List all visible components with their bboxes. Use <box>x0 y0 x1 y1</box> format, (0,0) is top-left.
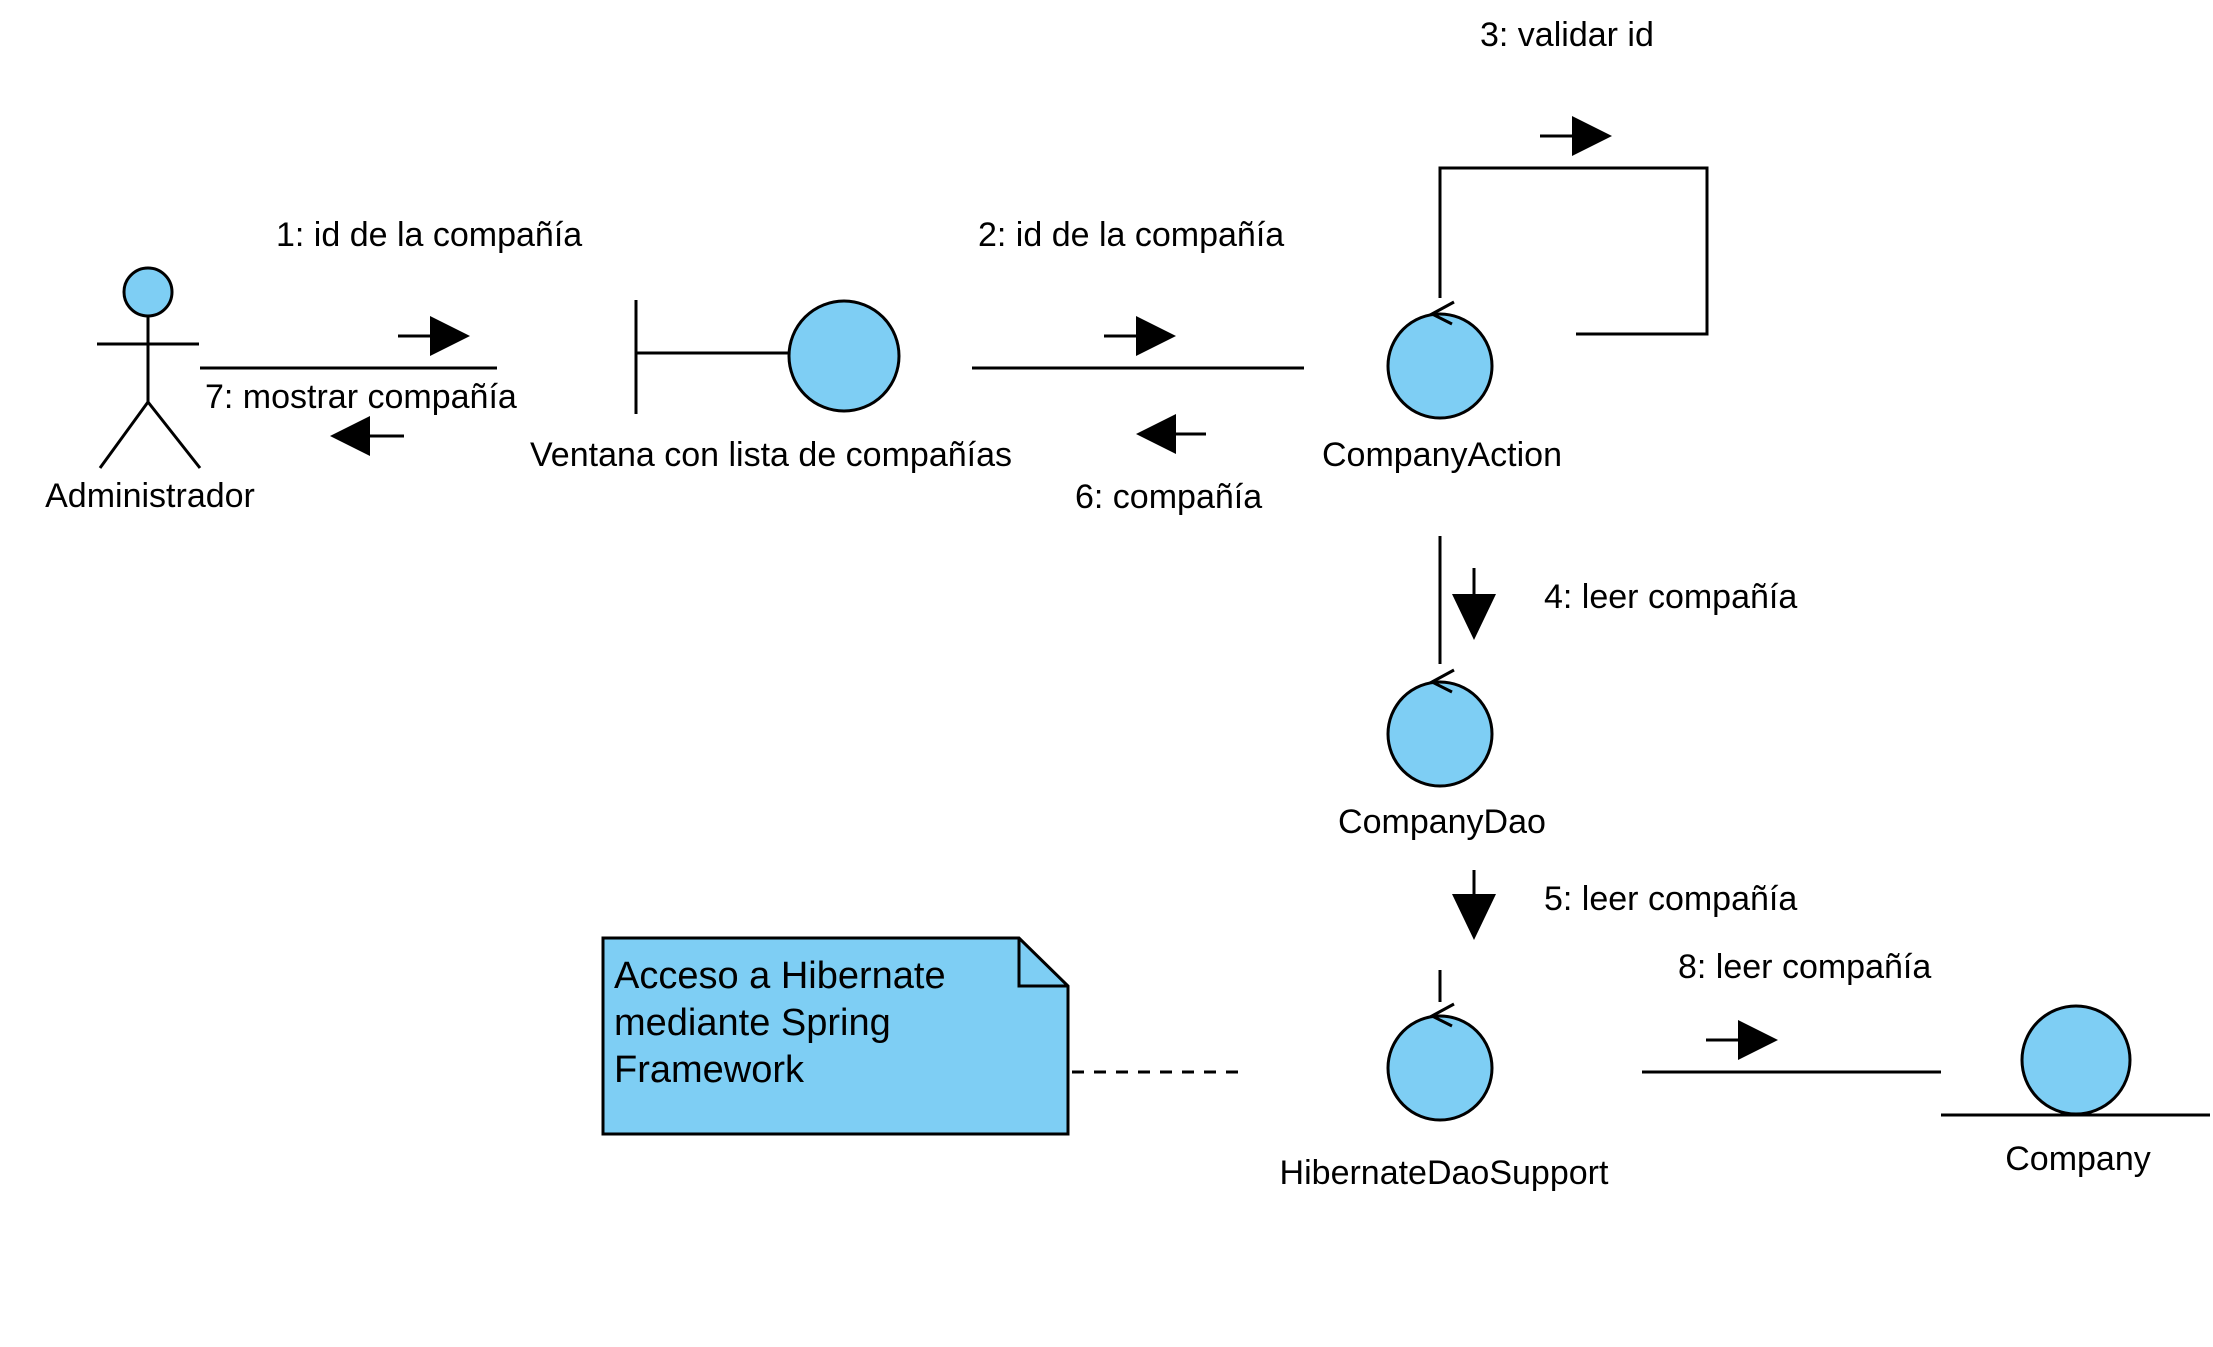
arrow-down-icon <box>1452 568 1496 640</box>
control-companyaction[interactable] <box>1386 300 1494 420</box>
boundary-circle <box>787 299 901 413</box>
entity-company[interactable] <box>1941 1004 2210 1117</box>
note[interactable]: Acceso a Hibernate mediante Spring Frame… <box>601 936 1070 1136</box>
message-2-label: 2: id de la compañía <box>978 216 1284 254</box>
actor-left-leg <box>98 401 150 469</box>
companyaction-label: CompanyAction <box>1322 436 1562 474</box>
message-6-label: 6: compañía <box>1075 478 1262 516</box>
control-arrow <box>1428 1002 1455 1028</box>
actor-head <box>122 266 174 318</box>
hibernatedaosupport-label: HibernateDaoSupport <box>1280 1154 1609 1192</box>
message-1-label: 1: id de la compañía <box>276 216 582 254</box>
control-hibernatedaosupport[interactable] <box>1386 970 1494 1122</box>
arrow-right-icon <box>1706 1020 1778 1060</box>
boundary-ventana[interactable] <box>634 299 901 414</box>
note-fold <box>1017 938 1068 988</box>
note-line-2: mediante Spring <box>614 1002 891 1044</box>
arrow-right-icon <box>1104 316 1176 356</box>
actor-label: Administrador <box>45 477 255 515</box>
control-arrow <box>1428 300 1455 326</box>
note-line-3: Framework <box>614 1049 805 1091</box>
actor-right-leg <box>146 401 202 469</box>
note-body <box>601 936 1070 1136</box>
note-line-1: Acceso a Hibernate <box>614 955 946 997</box>
entity-circle <box>2020 1004 2132 1116</box>
companydao-label: CompanyDao <box>1338 803 1546 841</box>
arrow-left-icon <box>1136 414 1206 454</box>
message-5-label: 5: leer compañía <box>1544 880 1797 918</box>
control-arrow <box>1428 668 1455 694</box>
message-3-label: 3: validar id <box>1480 16 1654 54</box>
message-7-label: 7: mostrar compañía <box>205 378 517 416</box>
message-4-label: 4: leer compañía <box>1544 578 1797 616</box>
boundary-label: Ventana con lista de compañías <box>530 436 1012 474</box>
arrow-right-icon <box>398 316 470 356</box>
control-circle <box>1386 1014 1494 1122</box>
control-circle <box>1386 312 1494 420</box>
message-8-label: 8: leer compañía <box>1678 948 1931 986</box>
arrow-right-icon <box>1540 116 1612 156</box>
control-circle <box>1386 680 1494 788</box>
arrow-left-icon <box>330 416 404 456</box>
arrow-down-icon <box>1452 870 1496 940</box>
actor-administrador[interactable] <box>97 266 202 469</box>
self-link-companyaction[interactable] <box>1438 166 1709 336</box>
control-companydao[interactable] <box>1386 668 1494 788</box>
company-label: Company <box>2005 1140 2151 1178</box>
